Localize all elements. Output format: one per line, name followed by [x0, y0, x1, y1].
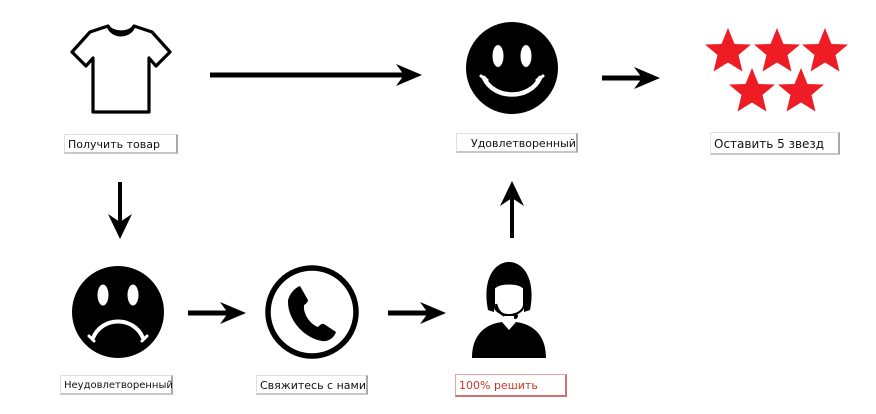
- arrow-right-long: [210, 64, 422, 86]
- satisfied-label: Удовлетворенный: [456, 133, 578, 153]
- sad-face-icon: [72, 266, 164, 358]
- arrow-right-short: [602, 67, 660, 89]
- happy-face-icon: [466, 22, 558, 114]
- star-3: [802, 28, 848, 72]
- arrow-right-2: [388, 302, 446, 324]
- arrow-right-1: [188, 302, 246, 324]
- rate-label: Оставить 5 звезд: [710, 132, 840, 155]
- arrow-down: [108, 182, 132, 239]
- star-5: [778, 68, 824, 112]
- receive-label: Получить товар: [64, 134, 178, 154]
- support-agent-icon: [472, 262, 546, 358]
- star-4: [729, 68, 775, 112]
- contact-label: Свяжитесь с нами: [256, 375, 368, 395]
- star-2: [754, 28, 800, 72]
- resolve-label: 100% решить: [455, 374, 567, 397]
- arrow-up: [500, 181, 524, 238]
- star-1: [705, 28, 751, 72]
- unsatisfied-label: Неудовлетворенный: [60, 375, 173, 395]
- five-stars-icon: [705, 28, 848, 112]
- phone-icon: [265, 265, 359, 359]
- tshirt-icon: [70, 24, 172, 114]
